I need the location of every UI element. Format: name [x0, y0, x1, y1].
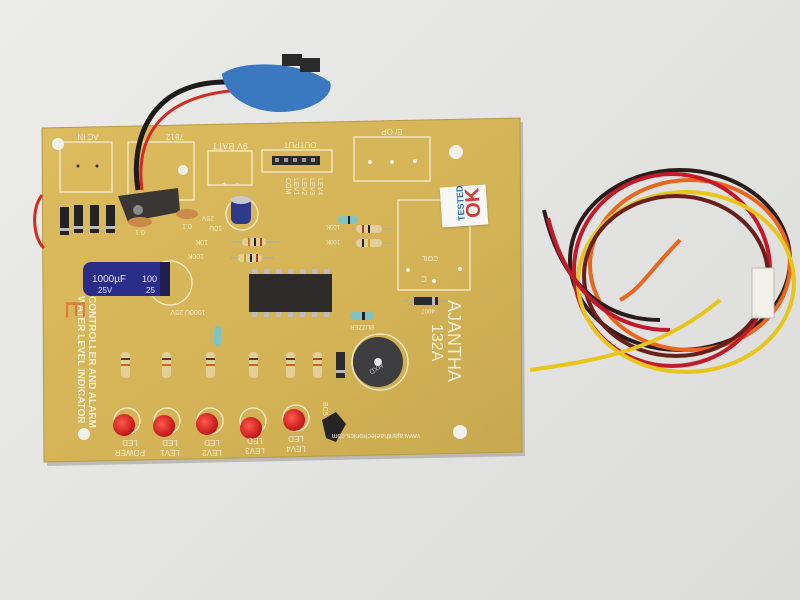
svg-text:LEV1: LEV1 — [292, 178, 299, 195]
model-number: 132A — [428, 324, 445, 362]
resistor — [352, 239, 392, 247]
svg-text:LED: LED — [122, 438, 138, 447]
resistor — [232, 238, 280, 246]
resistor — [350, 312, 374, 320]
label-output: OUTPUT — [283, 140, 316, 149]
led-resistors — [121, 326, 345, 378]
diode-4007 — [404, 297, 450, 305]
bridge-diodes — [60, 205, 115, 235]
label-ac-in: AC IN — [77, 132, 99, 141]
svg-text:100K: 100K — [187, 252, 204, 259]
svg-text:100K: 100K — [326, 238, 340, 244]
svg-text:LEV2: LEV2 — [300, 178, 307, 195]
ceramic-cap — [176, 209, 198, 219]
svg-text:LED: LED — [288, 434, 304, 443]
svg-text:LED: LED — [247, 436, 263, 445]
output-pin-header — [272, 156, 320, 165]
svg-text:4007: 4007 — [421, 307, 435, 313]
buzzer: HXD — [353, 337, 403, 387]
svg-text:LED: LED — [162, 438, 178, 447]
voltage-regulator — [118, 188, 180, 222]
svg-text:LEV3: LEV3 — [308, 178, 315, 195]
ic-chip — [249, 269, 332, 317]
svg-text:C: C — [421, 274, 427, 283]
svg-text:BC5: BC5 — [321, 402, 328, 416]
svg-text:100K: 100K — [326, 223, 340, 229]
resistor — [338, 216, 358, 224]
mount-hole — [449, 145, 463, 159]
tested-ok-sticker: TESTED OK — [439, 184, 489, 228]
label-7812: 7812 — [166, 132, 184, 141]
svg-text:0.1: 0.1 — [182, 222, 192, 229]
svg-text:LEV4: LEV4 — [316, 178, 323, 195]
ceramic-cap — [128, 217, 152, 227]
battery-clip — [222, 54, 331, 112]
svg-text:25: 25 — [146, 286, 155, 295]
svg-text:E: E — [60, 300, 91, 319]
svg-text:COM: COM — [284, 178, 291, 195]
svg-text:10U: 10U — [209, 224, 222, 231]
led-lev2 — [196, 407, 224, 435]
website-label: www.ajanthaelectronics.com — [332, 432, 421, 439]
led-lev3 — [239, 407, 267, 439]
svg-text:LEV2: LEV2 — [202, 448, 222, 457]
svg-text:25V: 25V — [201, 214, 214, 221]
transistor — [322, 412, 346, 442]
svg-text:1000µF: 1000µF — [92, 274, 126, 285]
svg-text:LEV1: LEV1 — [160, 448, 180, 457]
led-lev4 — [282, 404, 310, 432]
capacitor-10u — [231, 196, 251, 224]
led-lev1 — [153, 407, 181, 437]
resistor — [352, 225, 392, 233]
mount-hole — [52, 138, 64, 150]
svg-text:BUZZER: BUZZER — [349, 323, 374, 329]
svg-text:+: + — [222, 179, 227, 188]
wire-harness — [529, 168, 796, 374]
svg-text:1000U 25V: 1000U 25V — [170, 308, 205, 315]
capacitor-1000uf: 1000µF 25V 100 25 — [83, 262, 170, 296]
label-coil: COIL — [422, 254, 438, 261]
board-title: WATER LEVEL INDICATOR — [75, 296, 86, 424]
svg-text:0.1: 0.1 — [135, 228, 145, 235]
svg-text:25V: 25V — [98, 286, 113, 295]
resistor — [230, 254, 274, 262]
svg-text:LEV3: LEV3 — [245, 446, 265, 455]
label-9v-batt: 9V BATT — [212, 141, 248, 151]
led-power — [113, 407, 141, 436]
svg-text:LED: LED — [204, 438, 220, 447]
svg-text:LEV4: LEV4 — [286, 444, 306, 453]
wire-connector — [751, 267, 775, 319]
mount-hole — [78, 428, 90, 440]
board-subtitle: CONTROLLER AND ALARM — [86, 296, 97, 428]
svg-text:-: - — [236, 179, 239, 188]
svg-text:POWER: POWER — [115, 448, 145, 457]
svg-text:10K: 10K — [195, 238, 208, 245]
svg-text:100: 100 — [142, 274, 157, 284]
mount-hole — [453, 425, 467, 439]
brand-name: AJANTHA — [444, 300, 464, 382]
label-eop: E/ OP — [381, 127, 402, 136]
